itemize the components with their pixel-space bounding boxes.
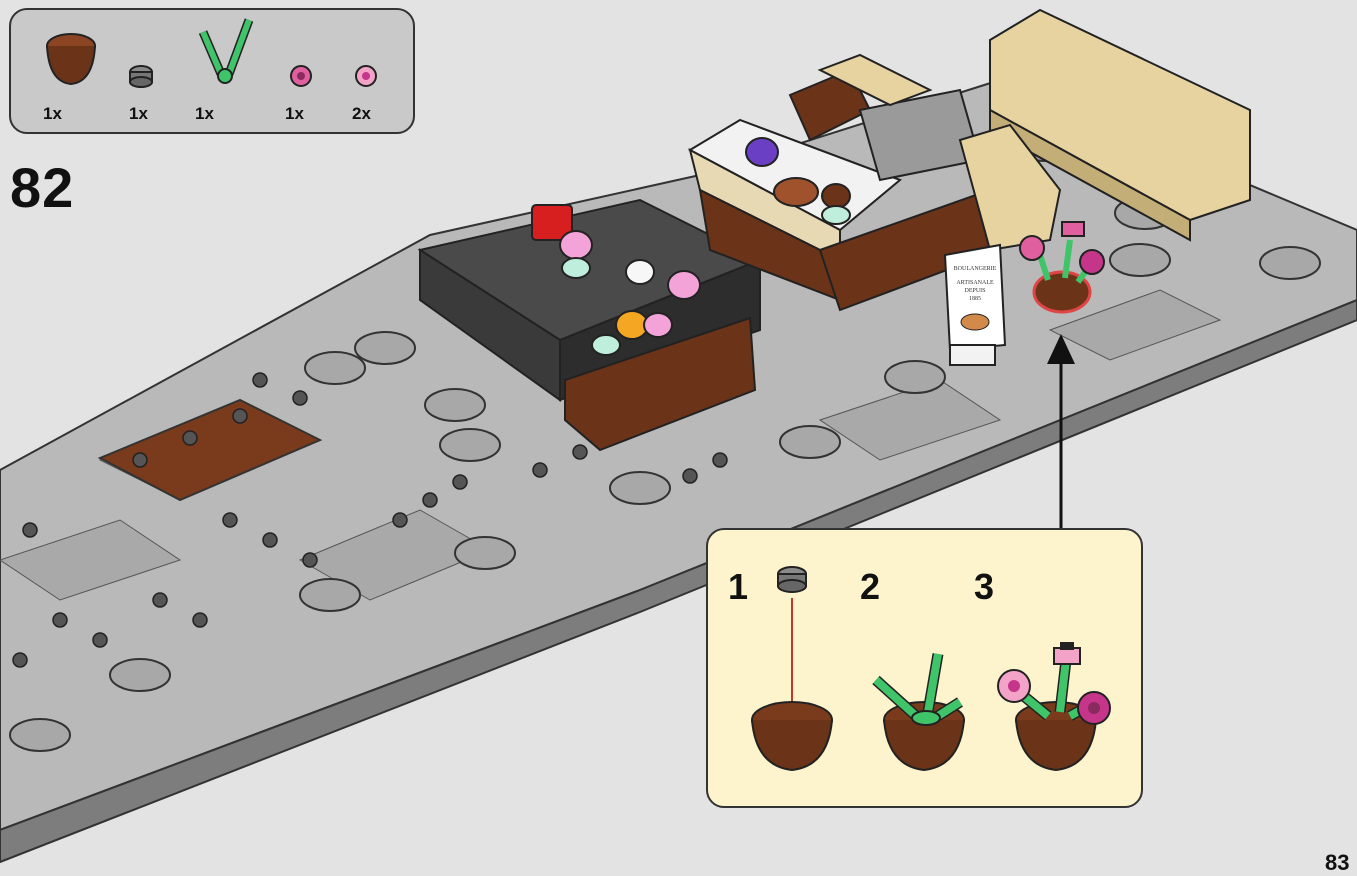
- substep-3-assembly: [998, 642, 1110, 770]
- pink-flower-icon: [346, 10, 386, 100]
- page-number: 83: [1325, 850, 1349, 876]
- step-number: 82: [10, 155, 74, 220]
- part-qty: 1x: [43, 104, 62, 124]
- svg-text:DEPUIS: DEPUIS: [964, 288, 985, 294]
- subassembly-callout: 1 2 3: [706, 528, 1143, 808]
- svg-text:1885: 1885: [969, 296, 981, 302]
- parts-list-box: 1x 1x 1x 1x 2x: [9, 8, 415, 134]
- part-qty: 2x: [352, 104, 371, 124]
- svg-text:BOULANGERIE: BOULANGERIE: [954, 266, 997, 272]
- part-gray-round-plate: 1x: [121, 10, 181, 130]
- gray-round-plate-icon: [121, 10, 161, 100]
- part-qty: 1x: [129, 104, 148, 124]
- bakery-sign: BOULANGERIE ARTISANALE DEPUIS 1885: [945, 245, 1005, 365]
- part-pink-flower: 2x: [346, 10, 406, 130]
- part-qty: 1x: [195, 104, 214, 124]
- part-qty: 1x: [285, 104, 304, 124]
- callout-illustration: [708, 530, 1145, 810]
- substep-1-assembly: [752, 567, 832, 770]
- dark-pink-flower-icon: [281, 10, 321, 100]
- svg-text:ARTISANALE: ARTISANALE: [956, 280, 994, 286]
- brown-bowl-icon: [41, 10, 101, 100]
- substep-2-assembly: [876, 654, 964, 770]
- green-plant-stem-icon: [191, 10, 261, 100]
- part-brown-bowl: 1x: [41, 10, 101, 130]
- part-dark-pink-flower: 1x: [281, 10, 341, 130]
- part-green-plant-stem: 1x: [191, 10, 251, 130]
